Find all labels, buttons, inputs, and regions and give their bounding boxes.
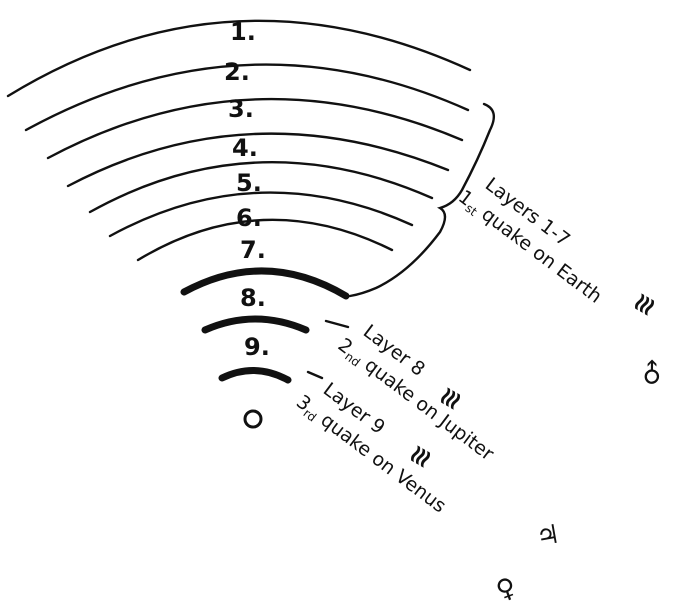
arc-layer-4 xyxy=(66,132,450,188)
arc-layer-5 xyxy=(88,161,434,214)
arc-layer-2 xyxy=(24,63,470,132)
layer-number-2: 2. xyxy=(224,58,250,86)
brace-layers-1-7 xyxy=(348,102,496,298)
arc-layer-9a xyxy=(201,315,310,334)
layer-number-8: 8. xyxy=(240,284,266,312)
layer-number-9: 9. xyxy=(244,333,270,361)
layer-number-3: 3. xyxy=(228,95,254,123)
layer-number-7: 7. xyxy=(240,236,266,264)
layer-number-4: 4. xyxy=(232,134,258,162)
arc-layer-6 xyxy=(108,191,414,238)
quake-mark-earth: ≋ xyxy=(626,288,663,322)
arc-layer-3 xyxy=(46,97,464,160)
mars-symbol-icon: ♂ xyxy=(634,355,672,393)
leader-layer-9 xyxy=(306,370,324,380)
arc-layer-1 xyxy=(6,19,472,98)
jupiter-symbol-icon: ♃ xyxy=(534,519,562,553)
layer-number-6: 6. xyxy=(236,204,262,232)
arc-layer-9b xyxy=(218,366,292,384)
center-circle xyxy=(243,409,263,429)
venus-symbol-icon: ♀ xyxy=(492,572,520,607)
layer-number-1: 1. xyxy=(230,18,256,46)
label-group-layers-1-7: Layers 1-7 1st quake on Earth xyxy=(454,173,606,307)
arc-layer-7 xyxy=(136,218,394,262)
leader-layer-8 xyxy=(324,319,350,329)
arc-layer-8 xyxy=(180,267,350,300)
layer-number-5: 5. xyxy=(236,169,262,197)
